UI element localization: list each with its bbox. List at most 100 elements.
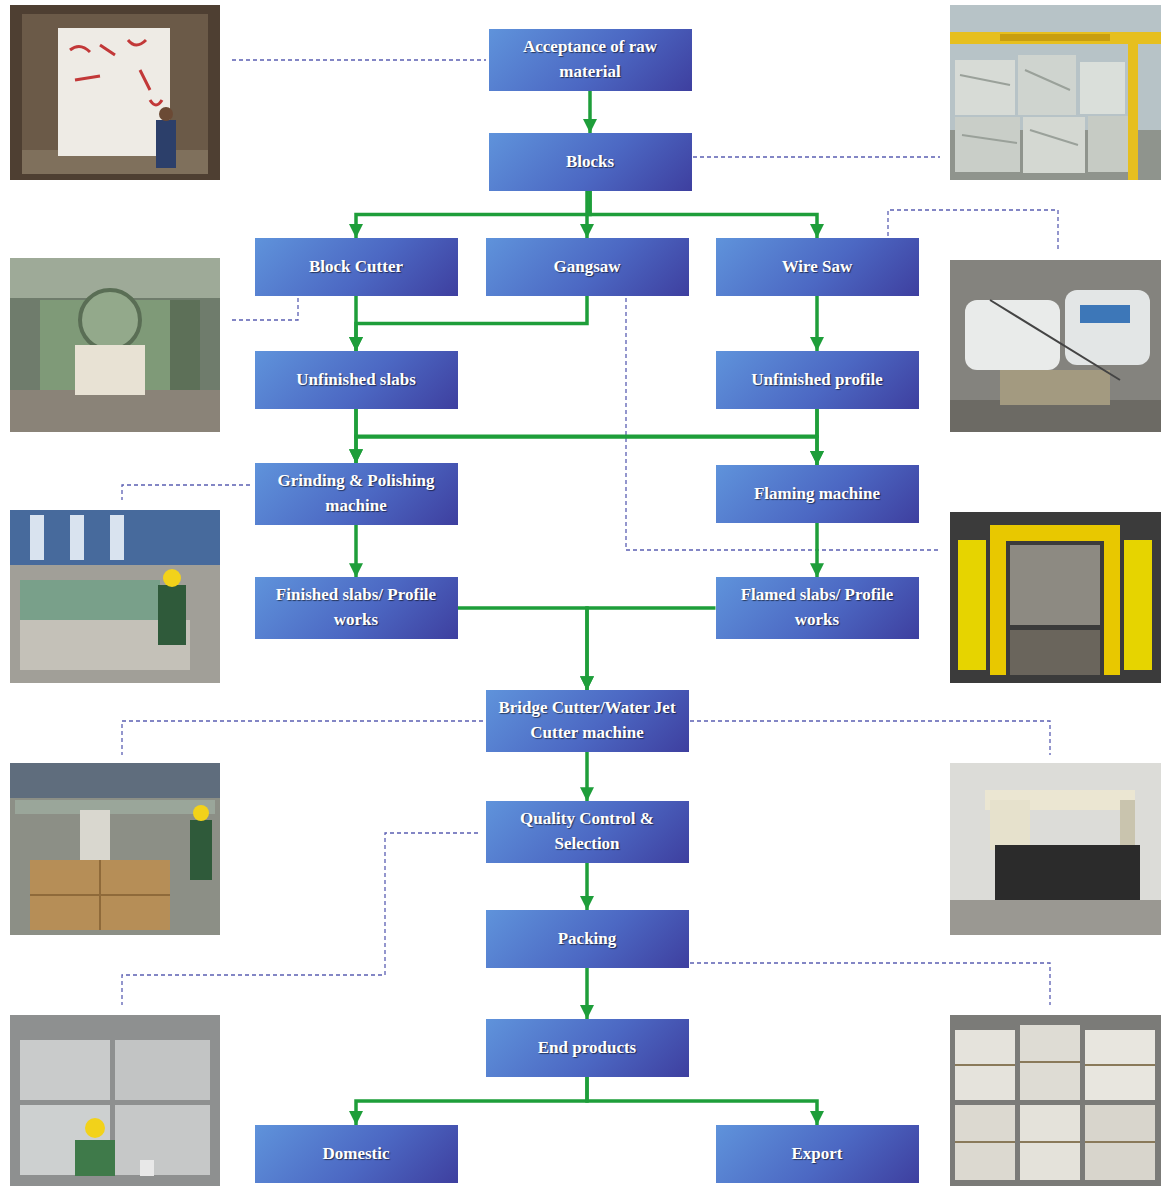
photo-grinding-part [158, 585, 186, 645]
photo-block-cutter-part [75, 345, 145, 395]
process-box: Packing [486, 910, 689, 968]
process-box: Wire Saw [716, 238, 919, 296]
process-box: End products [486, 1019, 689, 1077]
leader-line-part [626, 298, 940, 550]
photo-blocks-part [950, 5, 1161, 180]
leader-line-part [232, 59, 486, 60]
process-box: Acceptance of raw material [489, 29, 692, 90]
process-box: Flamed slabs/ Profile works [716, 577, 919, 638]
photo-blocks-part [1018, 55, 1076, 115]
box-label: Bridge Cutter/Water Jet Cutter machine [494, 696, 681, 745]
photo-grinding-part [163, 569, 181, 587]
leader-line [122, 60, 1058, 1005]
photo-bridge-cutter-part [190, 820, 212, 880]
photo-quality-control-part [20, 1040, 110, 1100]
photo-flaming-part [958, 540, 986, 670]
box-label: Block Cutter [263, 255, 450, 280]
leader-line-part [693, 156, 940, 157]
process-box: Unfinished slabs [255, 351, 458, 409]
flow-arrow [354, 525, 358, 578]
photo-water-jet-part [950, 900, 1161, 935]
leader-line-part [122, 721, 483, 755]
photo-blocks-part [1128, 40, 1138, 180]
photo-water-jet-part [1120, 800, 1135, 845]
process-box: Blocks [489, 133, 692, 191]
photo-quality-control-part [10, 1015, 220, 1186]
photo-water-jet-part [995, 845, 1140, 900]
photo-wire-saw-part [950, 260, 1161, 432]
process-box: Unfinished profile [716, 351, 919, 409]
flow-arrow [356, 191, 590, 238]
photo-flaming-part [990, 525, 1120, 541]
photo-grinding-part [10, 510, 220, 683]
process-box: Export [716, 1125, 919, 1183]
photo-quality-control-part [85, 1118, 105, 1138]
box-label: Blocks [497, 150, 684, 175]
flow-arrow [356, 1077, 587, 1125]
photo-quality-control-part [75, 1140, 115, 1176]
photo-blocks-part [955, 60, 1015, 115]
box-label: Gangsaw [494, 255, 681, 280]
photo-block-cutter [10, 258, 220, 432]
photo-block-cutter-part [10, 390, 220, 432]
photo-blocks-part [955, 117, 1020, 172]
flow-arrow [587, 608, 716, 690]
photo-grinding-part [30, 515, 44, 560]
photo-bridge-cutter-part [30, 860, 170, 930]
photo-raw-material-part [58, 28, 170, 156]
process-box: Domestic [255, 1125, 458, 1183]
flow-arrow [585, 968, 589, 1019]
photo-bridge-cutter-part [10, 763, 220, 935]
photo-wire-saw-part [1080, 305, 1130, 323]
photo-water-jet-part [950, 763, 1161, 935]
photo-raw-material-part [159, 107, 173, 121]
flow-arrow [585, 863, 589, 910]
photo-grinding-part [70, 515, 84, 560]
flow-arrow [585, 191, 589, 238]
photo-bridge-cutter-part [10, 763, 220, 798]
flow-arrow [815, 523, 819, 577]
photo-wire-saw [950, 260, 1161, 432]
photo-block-cutter-part [170, 300, 200, 390]
photo-flaming-part [1010, 630, 1100, 675]
photo-grinding-part [20, 580, 160, 620]
photo-grinding [10, 510, 220, 683]
box-label: Domestic [263, 1142, 450, 1167]
flow-arrow [458, 608, 588, 690]
box-label: Finished slabs/ Profile works [263, 583, 450, 632]
photo-raw-material-part [156, 120, 176, 168]
photo-blocks-part [1088, 116, 1128, 172]
photo-flaming-part [1010, 545, 1100, 625]
flow-arrow [356, 409, 817, 465]
box-label: Export [724, 1142, 911, 1167]
photo-flaming [950, 512, 1161, 683]
photo-water-jet-part [990, 800, 1030, 850]
photo-raw-material-part [10, 5, 220, 180]
process-box: Block Cutter [255, 238, 458, 296]
flow-arrow [587, 1077, 817, 1125]
box-label: End products [494, 1036, 681, 1061]
photo-grinding-part [10, 510, 220, 565]
flow-arrow [356, 296, 587, 351]
photo-water-jet [950, 763, 1161, 935]
process-box: Finished slabs/ Profile works [255, 577, 458, 638]
photo-block-cutter-part [80, 290, 140, 350]
photo-blocks-part [960, 70, 1078, 145]
photo-grinding-part [110, 515, 124, 560]
flow-arrow [590, 191, 817, 238]
leader-line-part [122, 485, 250, 500]
box-label: Packing [494, 927, 681, 952]
flow-arrow [815, 409, 819, 465]
photo-flaming-part [990, 525, 1006, 675]
photo-bridge-cutter-part [193, 805, 209, 821]
process-box: Gangsaw [486, 238, 689, 296]
process-box: Grinding & Polishing machine [255, 463, 458, 524]
leader-line-part [230, 298, 298, 320]
photo-flaming-part [1104, 525, 1120, 675]
process-box: Flaming machine [716, 465, 919, 523]
box-label: Quality Control & Selection [494, 807, 681, 856]
box-label: Flamed slabs/ Profile works [724, 583, 911, 632]
box-label: Grinding & Polishing machine [263, 469, 450, 518]
box-label: Wire Saw [724, 255, 911, 280]
